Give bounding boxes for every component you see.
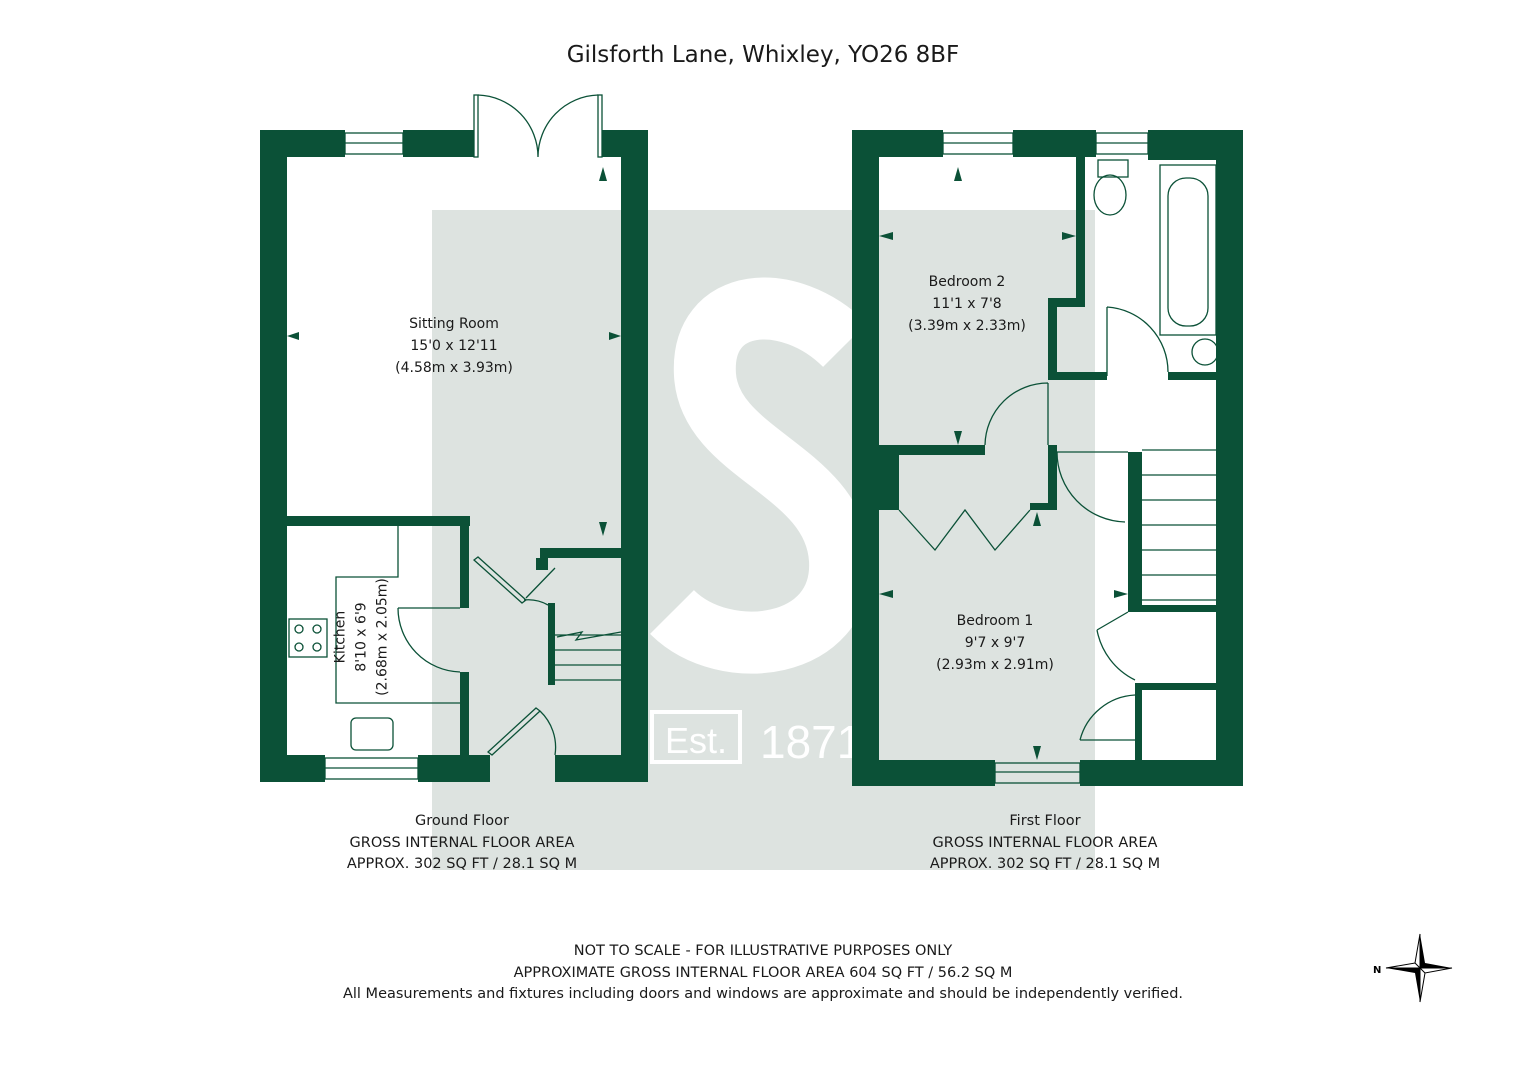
- room-metric: (3.39m x 2.33m): [908, 318, 1026, 334]
- page-title: Gilsforth Lane, Whixley, YO26 8BF: [566, 42, 960, 68]
- floor-area-label: GROSS INTERNAL FLOOR AREA: [349, 834, 575, 851]
- room-name: Sitting Room: [409, 316, 499, 332]
- ground-floor-fixtures: [288, 94, 622, 780]
- watermark-est: Est.: [665, 720, 727, 761]
- floor-area: APPROX. 302 SQ FT / 28.1 SQ M: [346, 856, 578, 872]
- total-area-line: APPROXIMATE GROSS INTERNAL FLOOR AREA 60…: [513, 964, 1013, 981]
- room-imperial: 15'0 x 12'11: [410, 338, 498, 354]
- room-imperial: 11'1 x 7'8: [932, 296, 1002, 312]
- room-label-sitting-room: Sitting Room 15'0 x 12'11 (4.58m x 3.93m…: [395, 313, 513, 379]
- compass-north-label: N: [1373, 965, 1381, 976]
- room-metric: (4.58m x 3.93m): [395, 360, 513, 376]
- room-imperial: 8'10 x 6'9: [353, 602, 370, 672]
- ground-floor-caption: Ground Floor GROSS INTERNAL FLOOR AREA A…: [347, 811, 577, 876]
- floor-area-label: GROSS INTERNAL FLOOR AREA: [932, 834, 1158, 851]
- disclaimer-line: NOT TO SCALE - FOR ILLUSTRATIVE PURPOSES…: [573, 943, 953, 959]
- ground-floor-walls: [260, 130, 648, 782]
- room-metric: (2.68m x 2.05m): [374, 578, 391, 696]
- room-label-bedroom-1: Bedroom 1 9'7 x 9'7 (2.93m x 2.91m): [936, 610, 1054, 676]
- first-floor-walls: [852, 130, 1243, 786]
- floor-name: First Floor: [1009, 813, 1081, 829]
- room-imperial: 9'7 x 9'7: [964, 635, 1026, 651]
- floor-name: Ground Floor: [414, 813, 510, 829]
- first-floor-fixtures: [898, 132, 1219, 784]
- room-label-bedroom-2: Bedroom 2 11'1 x 7'8 (3.39m x 2.33m): [908, 271, 1026, 337]
- room-label-kitchen: Kitchen 8'10 x 6'9 (2.68m x 2.05m): [331, 578, 394, 696]
- room-name: Bedroom 1: [956, 613, 1034, 629]
- watermark-letter-s: [650, 277, 872, 674]
- disclaimer: NOT TO SCALE - FOR ILLUSTRATIVE PURPOSES…: [343, 941, 1183, 1006]
- room-name: Kitchen: [332, 610, 349, 664]
- compass-rose-icon: N: [1373, 933, 1453, 1003]
- first-floor-caption: First Floor GROSS INTERNAL FLOOR AREA AP…: [930, 811, 1160, 876]
- floor-area: APPROX. 302 SQ FT / 28.1 SQ M: [929, 856, 1161, 872]
- room-name: Bedroom 2: [928, 274, 1006, 290]
- watermark: Est. 1871: [432, 210, 1095, 870]
- room-metric: (2.93m x 2.91m): [936, 657, 1054, 673]
- watermark-year: 1871: [760, 716, 862, 768]
- disclaimer-line: All Measurements and fixtures including …: [342, 986, 1184, 1002]
